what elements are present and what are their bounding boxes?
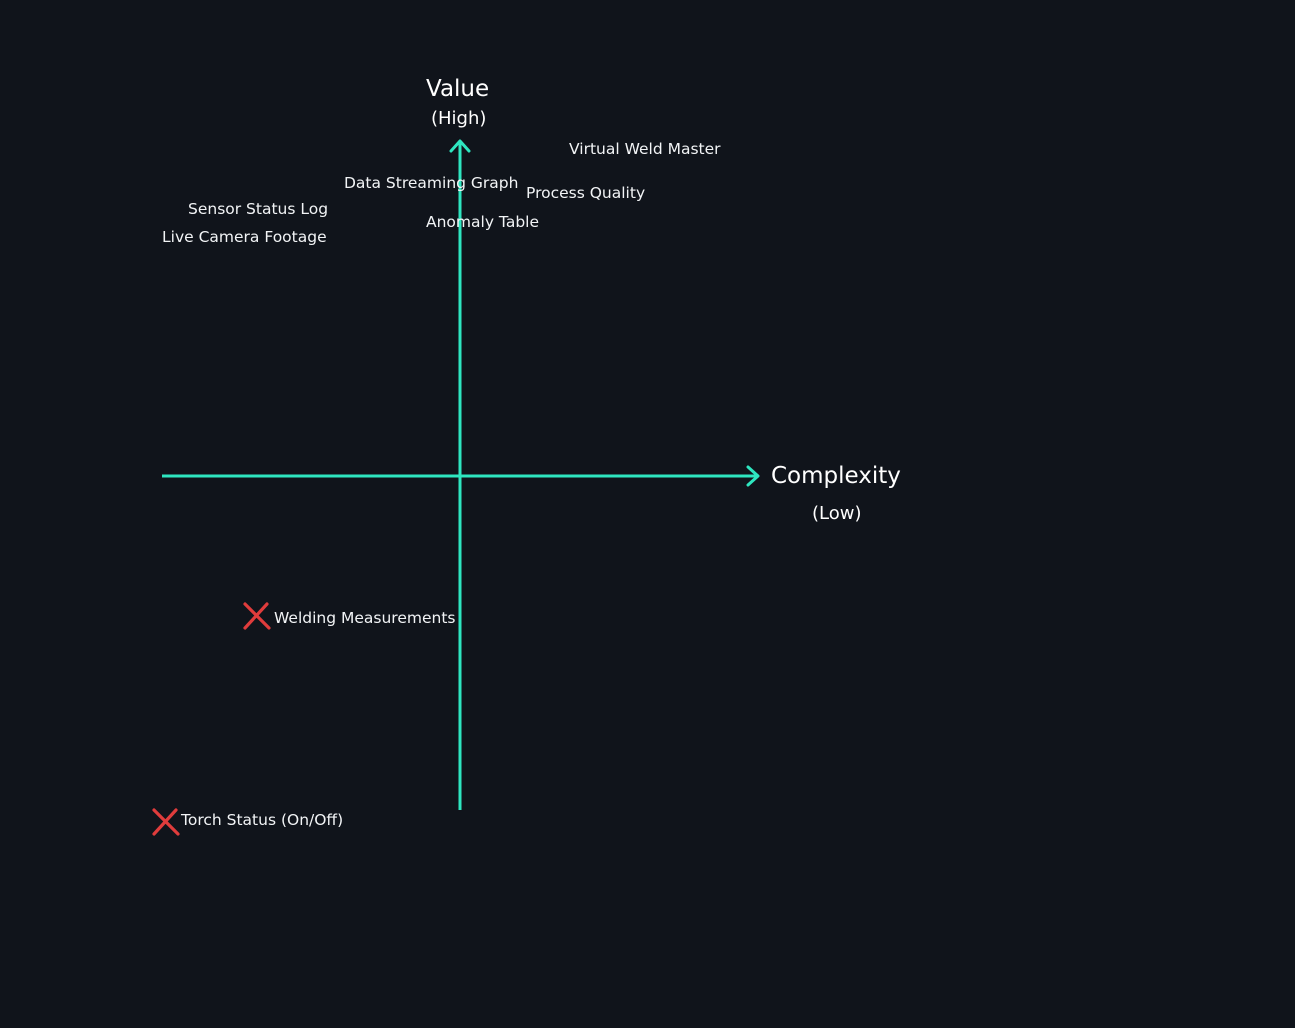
x-axis-title: Complexity — [771, 463, 901, 489]
x-axis-arrowhead — [746, 465, 760, 487]
item-sensor-status-log: Sensor Status Log — [188, 200, 329, 218]
x-mark-icon — [243, 602, 271, 630]
item-torch-status: Torch Status (On/Off) — [181, 811, 344, 829]
x-mark-icon — [152, 808, 180, 836]
item-virtual-weld-master: Virtual Weld Master — [569, 140, 721, 158]
item-data-streaming-graph: Data Streaming Graph — [344, 174, 519, 192]
item-live-camera-footage: Live Camera Footage — [162, 228, 327, 246]
y-axis-arrowhead — [449, 139, 471, 153]
item-welding-measurements: Welding Measurements — [274, 609, 456, 627]
y-axis-subtitle: (High) — [431, 108, 487, 129]
y-axis-title: Value — [426, 76, 490, 102]
item-anomaly-table: Anomaly Table — [426, 213, 539, 231]
item-process-quality: Process Quality — [526, 184, 646, 202]
x-axis-subtitle: (Low) — [812, 503, 862, 524]
